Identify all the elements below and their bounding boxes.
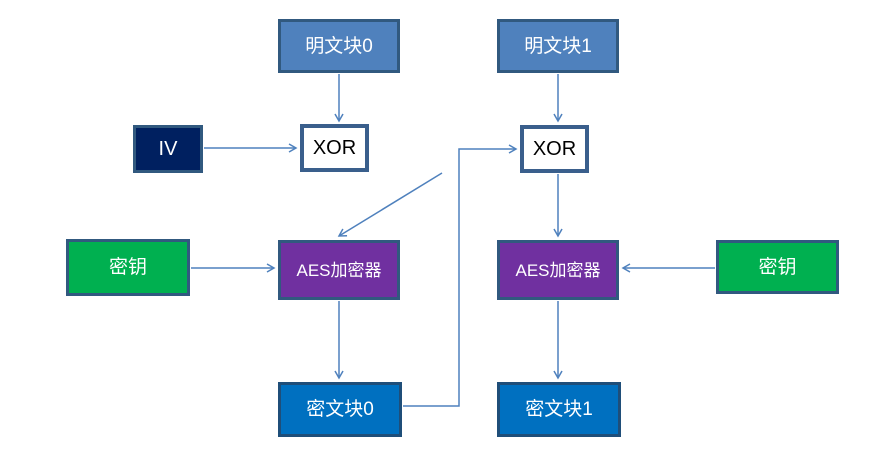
node-label: AES加密器 — [296, 260, 382, 280]
node-label: 密钥 — [758, 256, 797, 278]
node-label: 明文块0 — [305, 35, 373, 57]
node-label: 密钥 — [108, 257, 147, 278]
node-label: AES加密器 — [515, 260, 601, 280]
key-left-node: 密钥 — [66, 239, 190, 296]
xor-1-node: XOR — [300, 124, 369, 172]
arrow-xor1-to-aes1 — [337, 172, 443, 237]
plaintext-block-1-node: 明文块1 — [497, 19, 619, 73]
node-label: 密文块1 — [525, 399, 593, 420]
aes-encryptor-1-node: AES加密器 — [278, 240, 400, 300]
ciphertext-block-0-node: 密文块0 — [278, 382, 402, 437]
ciphertext-block-1-node: 密文块1 — [497, 382, 621, 437]
node-label: XOR — [312, 137, 357, 159]
node-label: 密文块0 — [306, 399, 374, 420]
node-label: 明文块1 — [524, 35, 592, 57]
xor-2-node: XOR — [520, 125, 589, 173]
node-label: XOR — [532, 138, 577, 160]
key-right-node: 密钥 — [716, 240, 839, 294]
node-label: IV — [158, 138, 178, 160]
aes-encryptor-2-node: AES加密器 — [497, 240, 619, 300]
plaintext-block-0-node: 明文块0 — [278, 19, 400, 73]
iv-node: IV — [133, 125, 203, 173]
